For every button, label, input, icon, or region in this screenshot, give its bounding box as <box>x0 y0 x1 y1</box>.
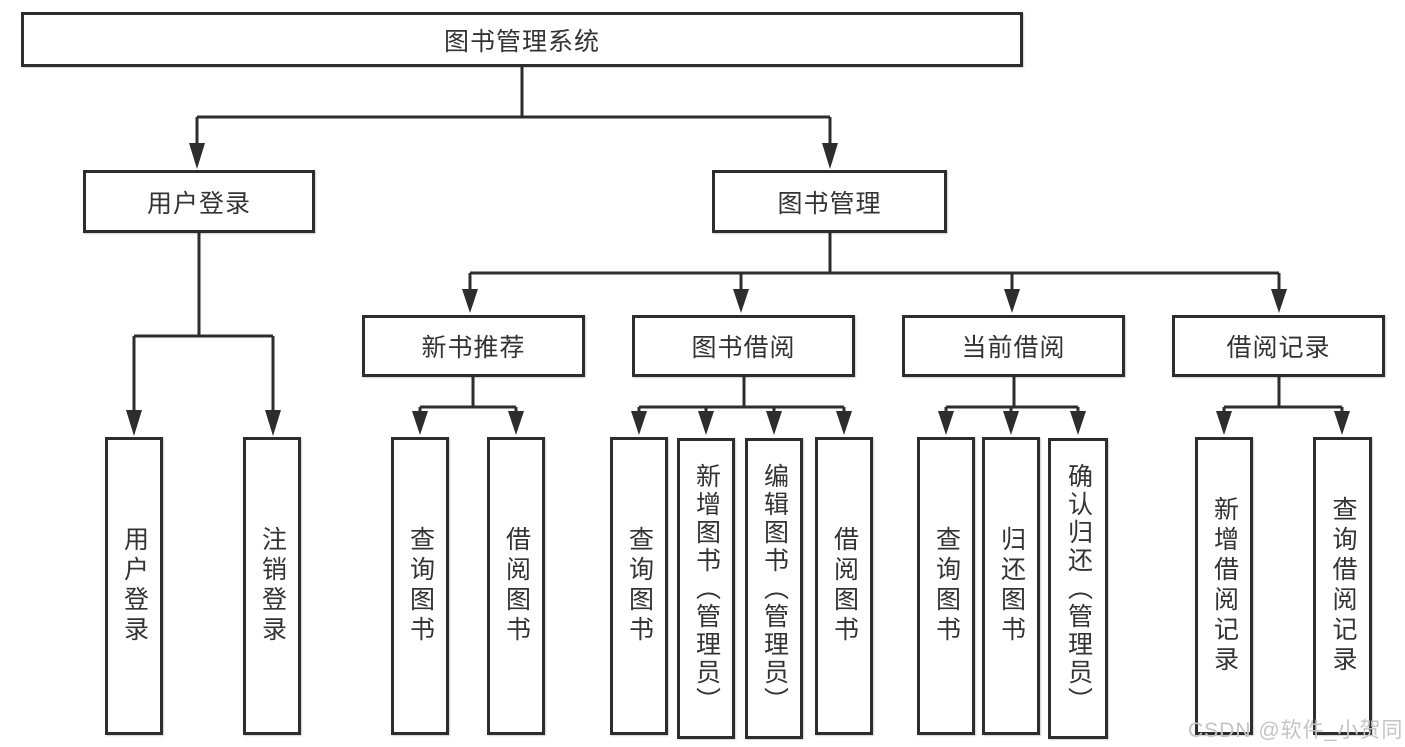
node-book-borrowing: 图书借阅 <box>632 315 855 377</box>
leaf-edit-books-admin: 编辑图书（管理员） <box>745 438 803 739</box>
csdn-watermark: CSDN @软件_小贺同学 <box>1188 719 1404 742</box>
leaf-query-books: 查询图书 <box>917 437 975 735</box>
leaf-user-login: 用户登录 <box>105 437 163 735</box>
node-library-management-system: 图书管理系统 <box>21 12 1023 67</box>
node-current-borrowing: 当前借阅 <box>902 315 1125 377</box>
leaf-logout: 注销登录 <box>243 437 301 735</box>
leaf-add-borrowing-record: 新增借阅记录 <box>1195 437 1253 735</box>
node-new-book-recommendation: 新书推荐 <box>362 315 585 377</box>
node-borrowing-records: 借阅记录 <box>1172 315 1385 377</box>
leaf-borrow-books: 借阅图书 <box>815 437 873 735</box>
leaf-query-books: 查询图书 <box>391 437 449 735</box>
node-user-login: 用户登录 <box>83 170 315 233</box>
node-book-management: 图书管理 <box>712 170 947 233</box>
leaf-query-books: 查询图书 <box>610 437 668 735</box>
leaf-return-books: 归还图书 <box>982 437 1040 735</box>
leaf-query-borrowing-record: 查询借阅记录 <box>1313 437 1372 735</box>
leaf-borrow-books: 借阅图书 <box>487 437 545 735</box>
leaf-confirm-return-admin: 确认归还（管理员） <box>1048 438 1108 739</box>
leaf-add-books-admin: 新增图书（管理员） <box>677 438 735 739</box>
